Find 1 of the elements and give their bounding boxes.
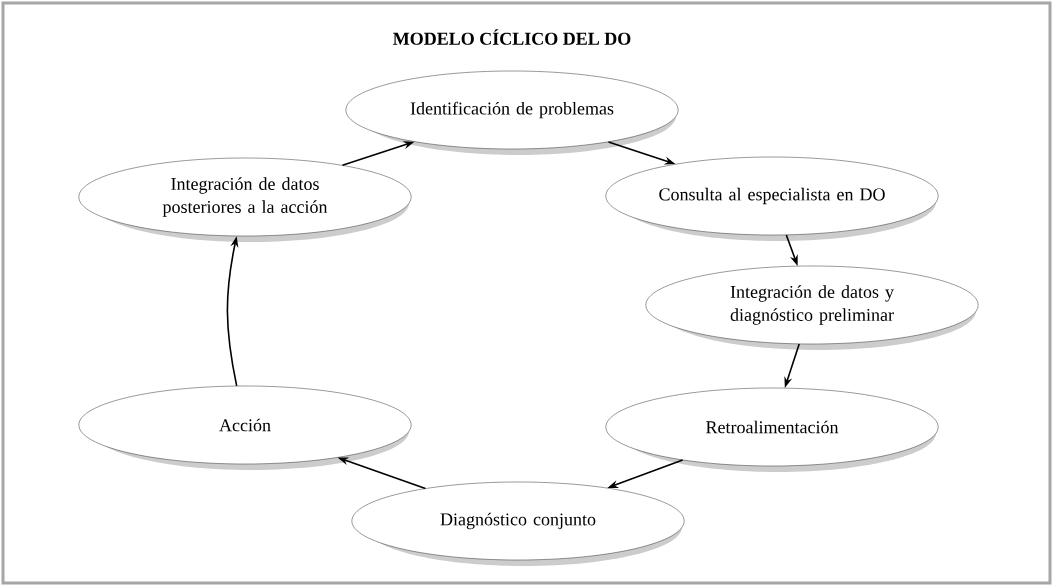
title: MODELO CÍCLICO DEL DO: [393, 29, 631, 45]
